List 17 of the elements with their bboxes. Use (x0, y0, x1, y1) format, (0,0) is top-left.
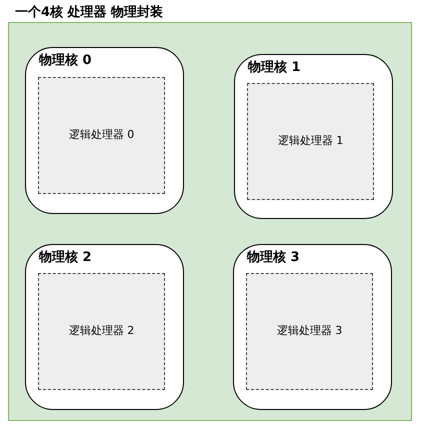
core-box (25, 47, 184, 214)
logical-processor-box (247, 83, 374, 200)
processor-label: 逻辑处理器 0 (68, 127, 134, 144)
core-title: 物理核 1 (248, 59, 301, 77)
core-box (234, 54, 393, 219)
logical-processor-box (246, 273, 373, 390)
package-title: 一个4核 处理器 物理封装 (15, 4, 164, 22)
core-title: 物理核 2 (39, 249, 92, 267)
processor-label: 逻辑处理器 2 (68, 323, 134, 340)
core-box (233, 244, 392, 410)
core-title: 物理核 3 (247, 249, 300, 267)
core-box (25, 244, 184, 410)
processor-label: 逻辑处理器 1 (278, 133, 344, 150)
core-title: 物理核 0 (39, 52, 92, 70)
logical-processor-box (38, 77, 165, 194)
processor-label: 逻辑处理器 3 (276, 323, 342, 340)
logical-processor-box (38, 273, 165, 390)
